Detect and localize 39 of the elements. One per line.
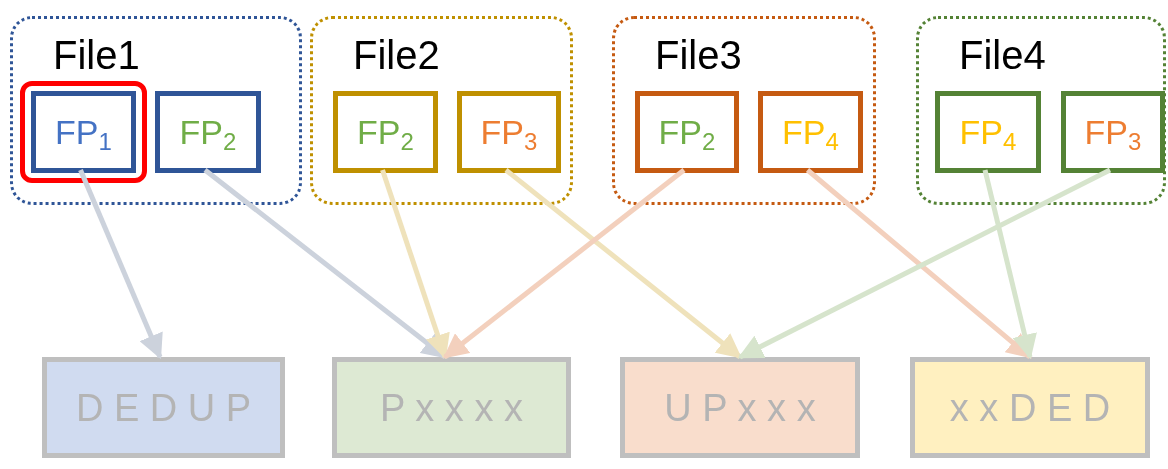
result-box: [42, 357, 285, 458]
arrow: [982, 169, 1037, 360]
result-box: [910, 357, 1150, 458]
fingerprint-box: [758, 91, 863, 173]
arrow: [380, 169, 450, 360]
file-group: [916, 16, 1166, 205]
fingerprint-label: FP$_{3}$: [1084, 115, 1142, 149]
fingerprint-label: FP$_{3}$: [480, 115, 538, 149]
fingerprint-box: [1061, 91, 1165, 173]
fingerprint-label: FP$_{2}$: [357, 115, 414, 149]
arrow: [443, 168, 686, 359]
result-label: D E D U P: [75, 388, 252, 427]
file-title: File1: [53, 35, 140, 75]
fingerprint-box: [635, 91, 739, 173]
fingerprint-box: [155, 91, 261, 173]
result-box: [620, 357, 860, 458]
fingerprint-box: [333, 91, 438, 173]
fingerprint-label: FP$_{4}$: [959, 115, 1017, 149]
fingerprint-label: FP$_{4}$: [782, 115, 839, 149]
result-label: x x D E D: [949, 388, 1111, 427]
file-title: File3: [655, 35, 742, 75]
result-box: [332, 357, 571, 458]
arrow: [78, 169, 163, 360]
arrow: [805, 168, 1032, 359]
fingerprint-box: [31, 91, 136, 173]
fingerprint-label: FP$_{2}$: [658, 115, 716, 149]
file-group: [612, 16, 876, 205]
arrow: [737, 167, 1112, 360]
file-title: File4: [959, 35, 1046, 75]
fingerprint-box: [935, 91, 1041, 173]
file-group: [310, 16, 573, 205]
result-label: U P x x x: [664, 388, 816, 427]
arrow: [504, 168, 742, 359]
file-group: [10, 16, 302, 205]
fingerprint-label: FP$_{2}$: [179, 115, 237, 149]
fingerprint-label: FP$_{1}$: [55, 115, 112, 149]
file-title: File2: [353, 35, 440, 75]
fingerprint-box: [457, 91, 561, 173]
arrow: [203, 168, 447, 359]
